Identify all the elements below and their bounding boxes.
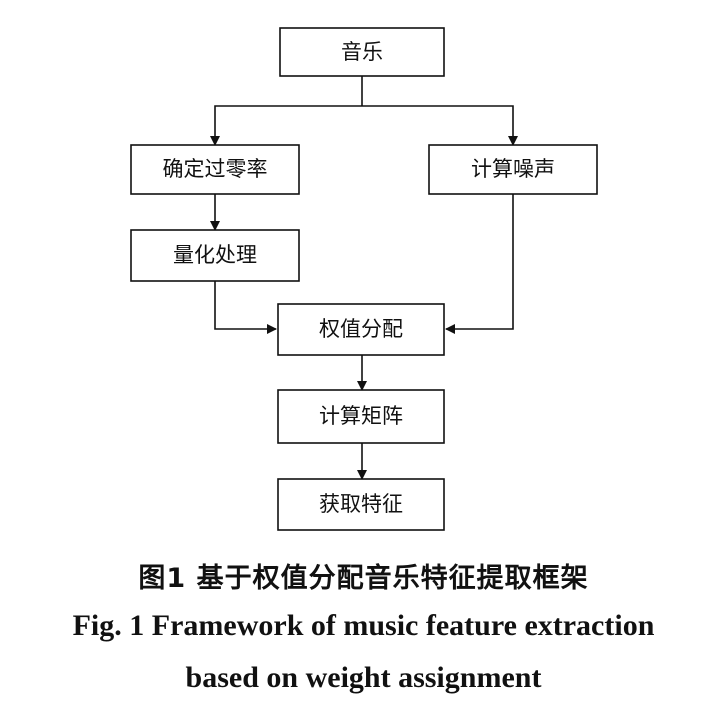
flowchart: 音乐 确定过零率 计算噪声 量化处理 权值分配 计算矩阵 获取特征 (130, 27, 598, 531)
node-weight-assign-label: 权值分配 (319, 317, 403, 341)
node-music-label: 音乐 (341, 40, 383, 64)
node-noise: 计算噪声 (428, 144, 598, 195)
node-music: 音乐 (279, 27, 445, 77)
figure-caption-english-line1: Fig. 1 Framework of music feature extrac… (72, 609, 655, 642)
edge-quantize-to-weight-assign (214, 281, 277, 334)
edge-music-to-noise (362, 105, 518, 146)
figure-caption-english-line2: based on weight assignment (185, 661, 542, 694)
node-feature-label: 获取特征 (319, 492, 403, 516)
figure-caption-chinese: 图1 基于权值分配音乐特征提取框架 (138, 563, 589, 594)
node-noise-label: 计算噪声 (471, 157, 555, 181)
node-zero-crossing: 确定过零率 (130, 144, 300, 195)
edge-noise-to-weight-assign (445, 194, 514, 334)
node-zero-crossing-label: 确定过零率 (163, 157, 268, 181)
node-matrix: 计算矩阵 (277, 389, 445, 444)
node-quantize: 量化处理 (130, 229, 300, 282)
node-weight-assign: 权值分配 (277, 303, 445, 356)
node-feature: 获取特征 (277, 478, 445, 531)
node-quantize-label: 量化处理 (173, 243, 257, 267)
edge-music-to-zero-crossing (210, 105, 362, 146)
node-matrix-label: 计算矩阵 (319, 404, 403, 428)
